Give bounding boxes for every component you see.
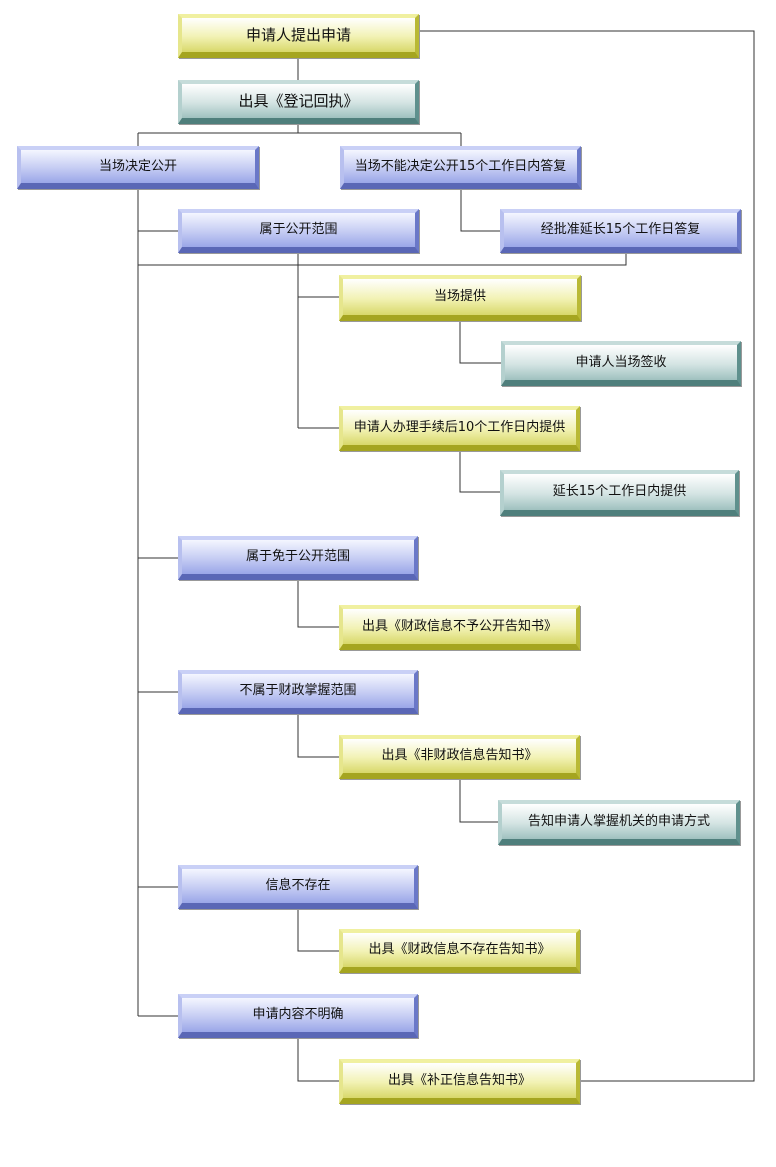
node-submit-application: 申请人提出申请 (178, 14, 419, 58)
node-within-disclosure-scope: 属于公开范围 (178, 209, 419, 253)
connector-n6-merge (138, 252, 627, 266)
connector-n14-n15 (459, 778, 498, 823)
node-provide-on-spot: 当场提供 (339, 275, 581, 321)
node-reply-within-15-days: 当场不能决定公开15个工作日内答复 (340, 146, 581, 189)
node-non-finance-info-notice: 出具《非财政信息告知书》 (339, 735, 580, 779)
connector-n2-split (137, 123, 462, 146)
connector-n13-n14 (297, 713, 339, 758)
node-extend-15-days-provide: 延长15个工作日内提供 (500, 470, 739, 516)
node-info-not-exist-notice: 出具《财政信息不存在告知书》 (339, 929, 580, 973)
connector-n16-n17 (297, 908, 339, 952)
node-not-finance-scope: 不属于财政掌握范围 (178, 670, 418, 714)
node-issue-receipt: 出具《登记回执》 (178, 80, 419, 124)
connector-n18-n19 (297, 1037, 339, 1082)
node-supplement-info-notice: 出具《补正信息告知书》 (339, 1059, 580, 1104)
node-content-unclear: 申请内容不明确 (178, 994, 418, 1038)
node-provide-within-10-days: 申请人办理手续后10个工作日内提供 (339, 406, 580, 451)
node-non-disclosure-notice: 出具《财政信息不予公开告知书》 (339, 605, 580, 650)
node-extend-15-days-reply: 经批准延长15个工作日答复 (500, 209, 741, 253)
connector-n11-n12 (297, 579, 339, 628)
connector-n9-n10 (459, 450, 500, 493)
node-applicant-sign-receipt: 申请人当场签收 (501, 341, 741, 386)
connector-loop-back (418, 30, 755, 1082)
node-inform-application-method: 告知申请人掌握机关的申请方式 (498, 800, 740, 845)
connector-n4-n6 (460, 188, 500, 232)
node-exempt-from-disclosure: 属于免于公开范围 (178, 536, 418, 580)
node-info-does-not-exist: 信息不存在 (178, 865, 418, 909)
connector-n7-n8 (459, 320, 501, 364)
node-decide-disclose-on-spot: 当场决定公开 (17, 146, 259, 189)
